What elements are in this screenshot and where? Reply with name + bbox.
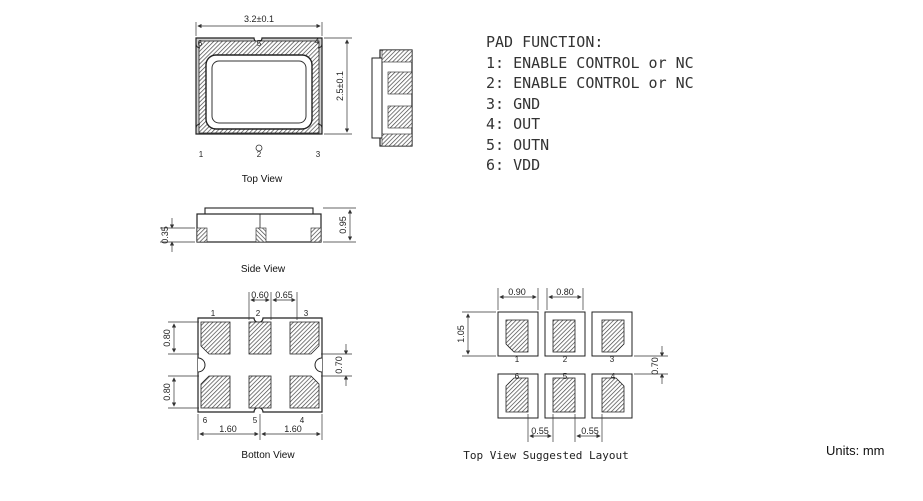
bottom-pin-5: 5 xyxy=(253,416,258,425)
top-pin-4: 4 xyxy=(315,37,320,46)
bottom-view-dim-pitch-left: 1.60 xyxy=(219,424,237,434)
layout-pin-1: 1 xyxy=(515,355,520,364)
pad-function-item: 1: ENABLE CONTROL or NC xyxy=(486,53,694,72)
side-view: 0.35 0.95 Side View xyxy=(160,207,356,275)
side-view-dim-total: 0.95 xyxy=(338,216,348,234)
layout-dim-bottom-left: 0.55 xyxy=(531,426,549,436)
layout-view: 0.90 0.80 1.05 0.70 0.55 0.55 1 2 3 6 5 … xyxy=(456,287,668,462)
bottom-pin-4: 4 xyxy=(300,416,305,425)
units-label: Units: mm xyxy=(826,443,885,458)
pad-function-item: 4: OUT xyxy=(486,115,541,133)
pad-function-title: PAD FUNCTION: xyxy=(486,33,604,51)
layout-dim-height: 1.05 xyxy=(456,325,466,343)
end-view xyxy=(371,49,413,147)
top-pin-6: 6 xyxy=(198,39,203,48)
top-view-height-dim: 2.5±0.1 xyxy=(335,71,345,101)
pad-function-item: 5: OUTN xyxy=(486,135,550,154)
top-view: 3.2±0.1 2.5±0.1 6 5 4 1 2 3 Top View xyxy=(195,14,352,185)
layout-dim-pad-w: 0.90 xyxy=(508,287,526,297)
top-pin-2: 2 xyxy=(257,150,262,159)
layout-pin-5: 5 xyxy=(563,372,568,381)
pad-function-item: 2: ENABLE CONTROL or NC xyxy=(486,74,694,92)
bottom-view: 0.60 0.65 0.80 0.80 0.70 1.60 1.60 1 2 3… xyxy=(162,290,352,461)
layout-dim-row-gap: 0.70 xyxy=(650,357,660,375)
layout-pin-2: 2 xyxy=(563,355,568,364)
bottom-pin-3: 3 xyxy=(304,309,309,318)
pad-function-item: 3: GND xyxy=(486,94,541,113)
top-pin-5: 5 xyxy=(257,39,262,48)
bottom-view-caption: Botton View xyxy=(241,450,295,461)
pad-function-item: 6: VDD xyxy=(486,156,541,174)
layout-dim-bottom-right: 0.55 xyxy=(581,426,599,436)
bottom-view-dim-row-gap: 0.70 xyxy=(334,356,344,374)
bottom-pin-1: 1 xyxy=(211,309,216,318)
layout-pin-6: 6 xyxy=(515,372,520,381)
top-pin-1: 1 xyxy=(199,150,204,159)
pad-function-legend: PAD FUNCTION: 1: ENABLE CONTROL or NC 2:… xyxy=(486,32,694,176)
side-view-caption: Side View xyxy=(241,264,286,275)
layout-view-caption: Top View Suggested Layout xyxy=(463,449,629,462)
top-view-width-dim: 3.2±0.1 xyxy=(244,14,274,24)
bottom-view-dim-pad-w: 0.60 xyxy=(251,290,269,300)
top-view-caption: Top View xyxy=(242,174,283,185)
side-view-dim-small: 0.35 xyxy=(160,226,170,244)
bottom-view-dim-pitch-right: 1.60 xyxy=(284,424,302,434)
layout-dim-gap: 0.80 xyxy=(556,287,574,297)
bottom-pin-2: 2 xyxy=(256,309,261,318)
top-pin-3: 3 xyxy=(316,150,321,159)
bottom-pin-6: 6 xyxy=(203,416,208,425)
bottom-view-dim-gap: 0.65 xyxy=(275,290,293,300)
layout-pin-3: 3 xyxy=(610,355,615,364)
bottom-view-dim-pad-h-bottom: 0.80 xyxy=(162,383,172,401)
layout-pin-4: 4 xyxy=(611,372,616,381)
bottom-view-dim-pad-h-top: 0.80 xyxy=(162,329,172,347)
